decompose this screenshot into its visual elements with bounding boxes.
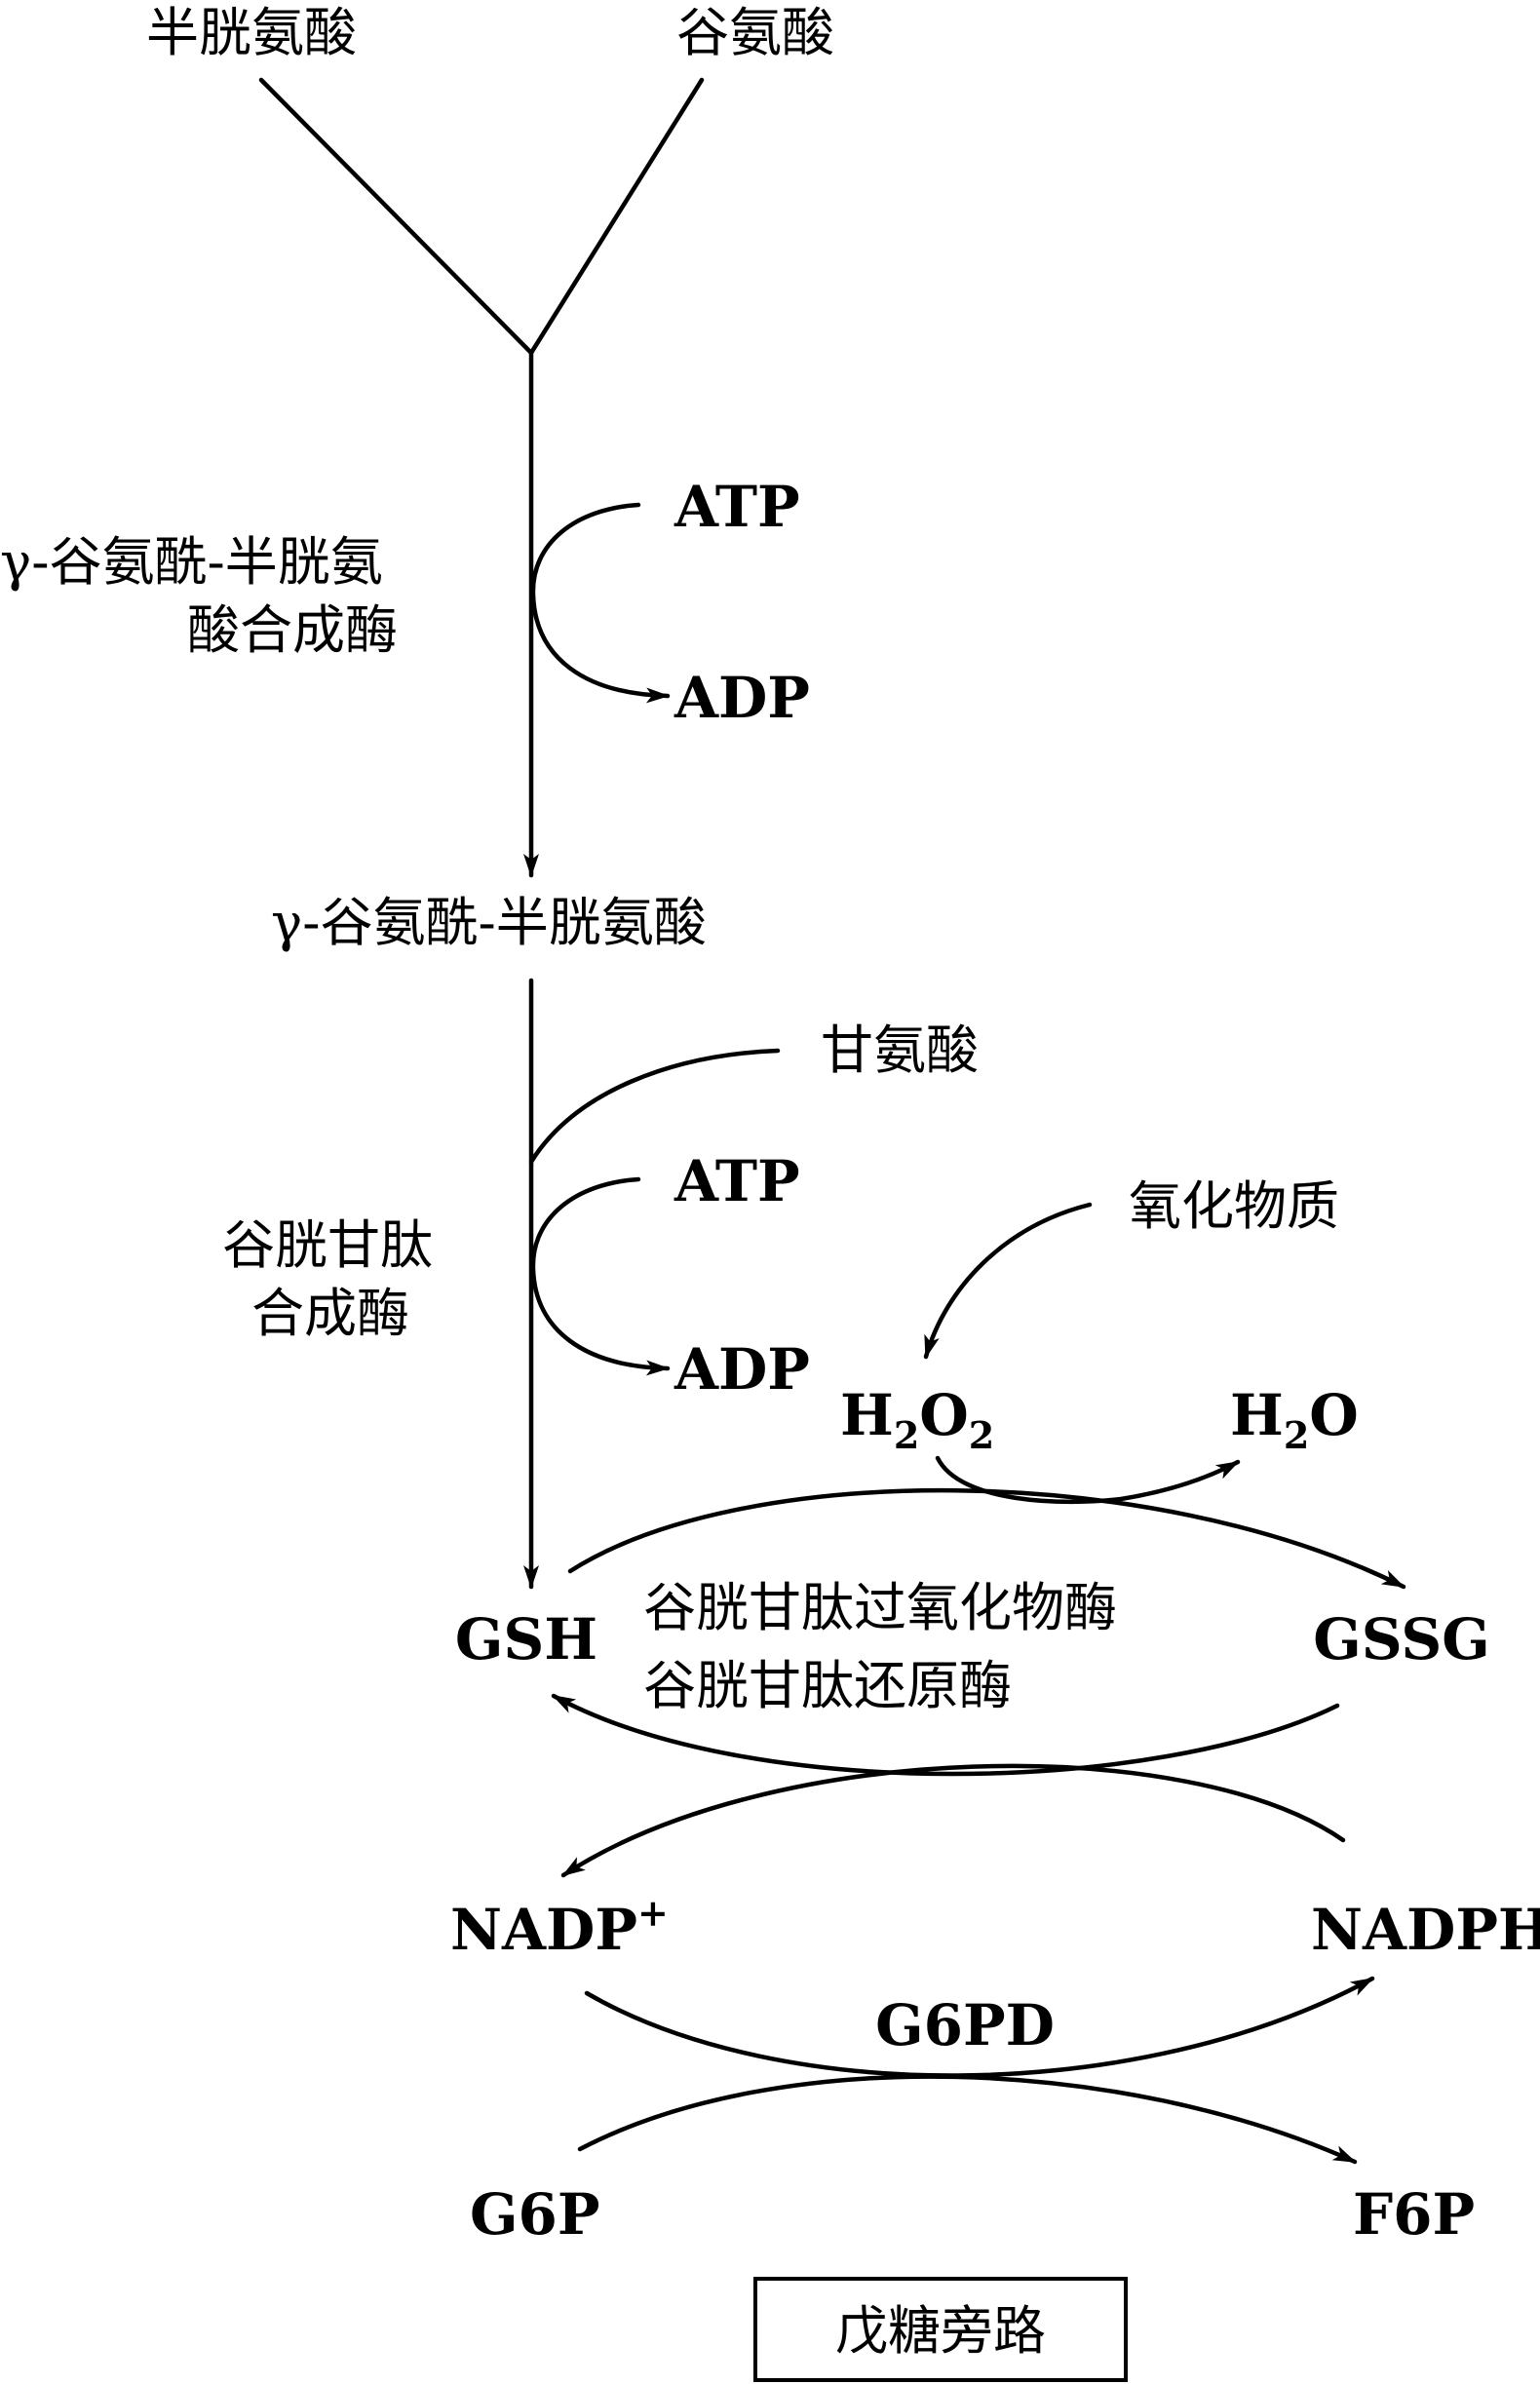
gsh-to-gssg-arrow xyxy=(567,1487,1406,1590)
nadph-to-nadp-arrow xyxy=(560,1763,1346,1878)
nadp-superscript: + xyxy=(637,1891,669,1935)
g6p-label: G6P xyxy=(470,2181,600,2248)
gs-enzyme-label-line1: 谷胱甘肽 xyxy=(222,1214,433,1276)
gsh-label: GSH xyxy=(455,1606,597,1673)
oxidants-label: 氧化物质 xyxy=(1129,1175,1339,1237)
gr-enzyme-label: 谷胱甘肽还原酶 xyxy=(643,1655,1012,1716)
adp-label-2: ADP xyxy=(674,1336,810,1403)
gssg-to-gsh-arrow xyxy=(551,1693,1340,1777)
f6p-label: F6P xyxy=(1353,2181,1475,2248)
h2o2-sub-2a: 2 xyxy=(894,1413,919,1457)
h2o2-o: O xyxy=(919,1382,969,1448)
cysteine-label: 半胱氨酸 xyxy=(146,2,357,63)
gamma-glu-cys-label: γ-谷氨酰-半胱氨酸 xyxy=(271,892,707,953)
glycine-incoming-curve xyxy=(528,1048,781,1165)
cysteine-branch-line xyxy=(258,77,534,356)
g6pd-enzyme-label: G6PD xyxy=(875,1992,1055,2058)
adp-label-1: ADP xyxy=(674,665,810,731)
glycine-label: 甘氨酸 xyxy=(821,1019,979,1081)
atp-adp-arrow-2 xyxy=(530,1176,671,1376)
gs-enzyme-label-line2: 合成酶 xyxy=(251,1283,409,1344)
pentose-pathway-box xyxy=(753,2277,1128,2382)
oxidants-to-h2o2-arrow xyxy=(923,1202,1093,1360)
h2o-o: O xyxy=(1309,1382,1359,1448)
gssg-label: GSSG xyxy=(1313,1606,1490,1673)
h2o2-sub-2b: 2 xyxy=(969,1413,994,1457)
atp-adp-arrow-1 xyxy=(530,502,671,704)
glutamate-branch-line xyxy=(528,77,705,356)
h2o-h: H xyxy=(1230,1382,1284,1448)
h2o2-label: H2O2 xyxy=(840,1382,994,1457)
nadp-text: NADP xyxy=(450,1897,637,1963)
h2o-label: H2O xyxy=(1230,1382,1359,1457)
atp-label-2: ATP xyxy=(674,1148,800,1214)
h2o-sub-2: 2 xyxy=(1284,1413,1309,1457)
h2o2-to-h2o-arrow xyxy=(935,1455,1241,1505)
glutamate-label: 谷氨酸 xyxy=(676,2,834,63)
nadp-plus-label: NADP+ xyxy=(450,1891,669,1963)
gcs-enzyme-label-line1: γ-谷氨酰-半胱氨 xyxy=(0,531,383,593)
gcs-enzyme-label-line2: 酸合成酶 xyxy=(187,599,398,661)
pentose-pathway-label: 戊糖旁路 xyxy=(835,2300,1046,2362)
h2o2-h: H xyxy=(840,1382,894,1448)
atp-label-1: ATP xyxy=(674,474,800,540)
g6p-to-f6p-arrow xyxy=(577,2074,1358,2165)
gpx-enzyme-label: 谷胱甘肽过氧化物酶 xyxy=(643,1577,1117,1638)
nadph-label: NADPH xyxy=(1311,1897,1540,1963)
